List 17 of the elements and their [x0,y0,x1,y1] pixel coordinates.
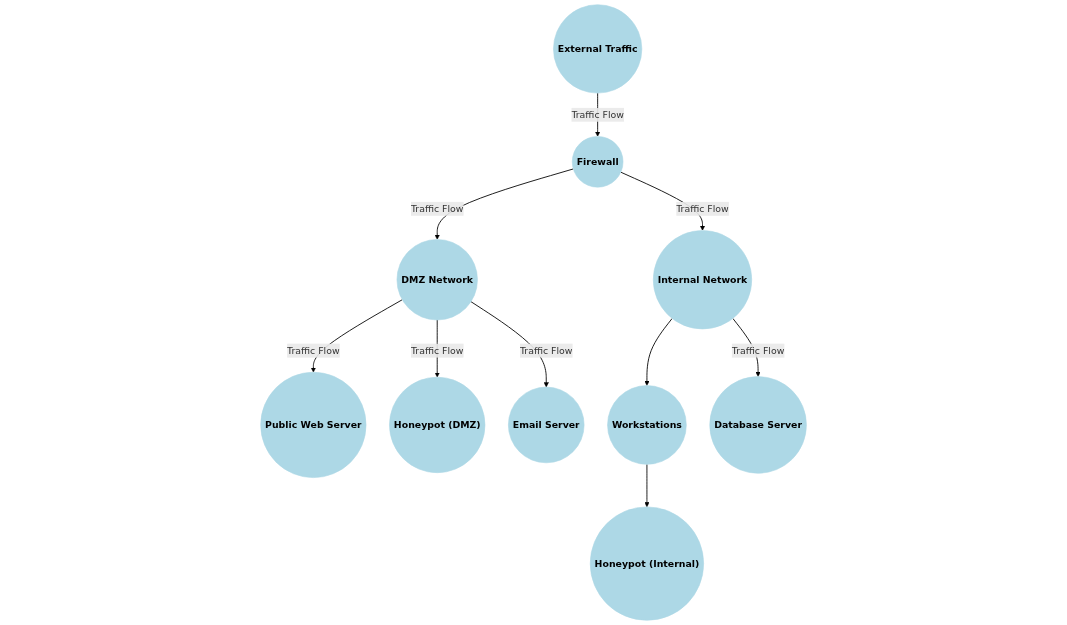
edge-label: Traffic Flow [287,344,340,356]
node-circle: Honeypot (DMZ) [389,376,486,473]
edge-label: Traffic Flow [571,108,624,121]
node-circle: Honeypot (Internal) [589,506,704,621]
node-circle: Internal Network [652,230,752,330]
edge-label: Traffic Flow [676,202,729,215]
node-circle: Public Web Server [260,371,367,478]
node-circle: Firewall [571,136,624,188]
node-circle: Database Server [709,376,807,474]
node-circle: Email Server [508,386,585,464]
node-circle: External Traffic [553,4,643,94]
edge-label: Traffic Flow [731,344,785,356]
edge-label: Traffic Flow [410,202,464,215]
edge-label: Traffic Flow [519,344,573,356]
node-circle: DMZ Network [396,239,478,321]
node-circle: Workstations [607,385,687,465]
edge-label: Traffic Flow [410,344,464,356]
